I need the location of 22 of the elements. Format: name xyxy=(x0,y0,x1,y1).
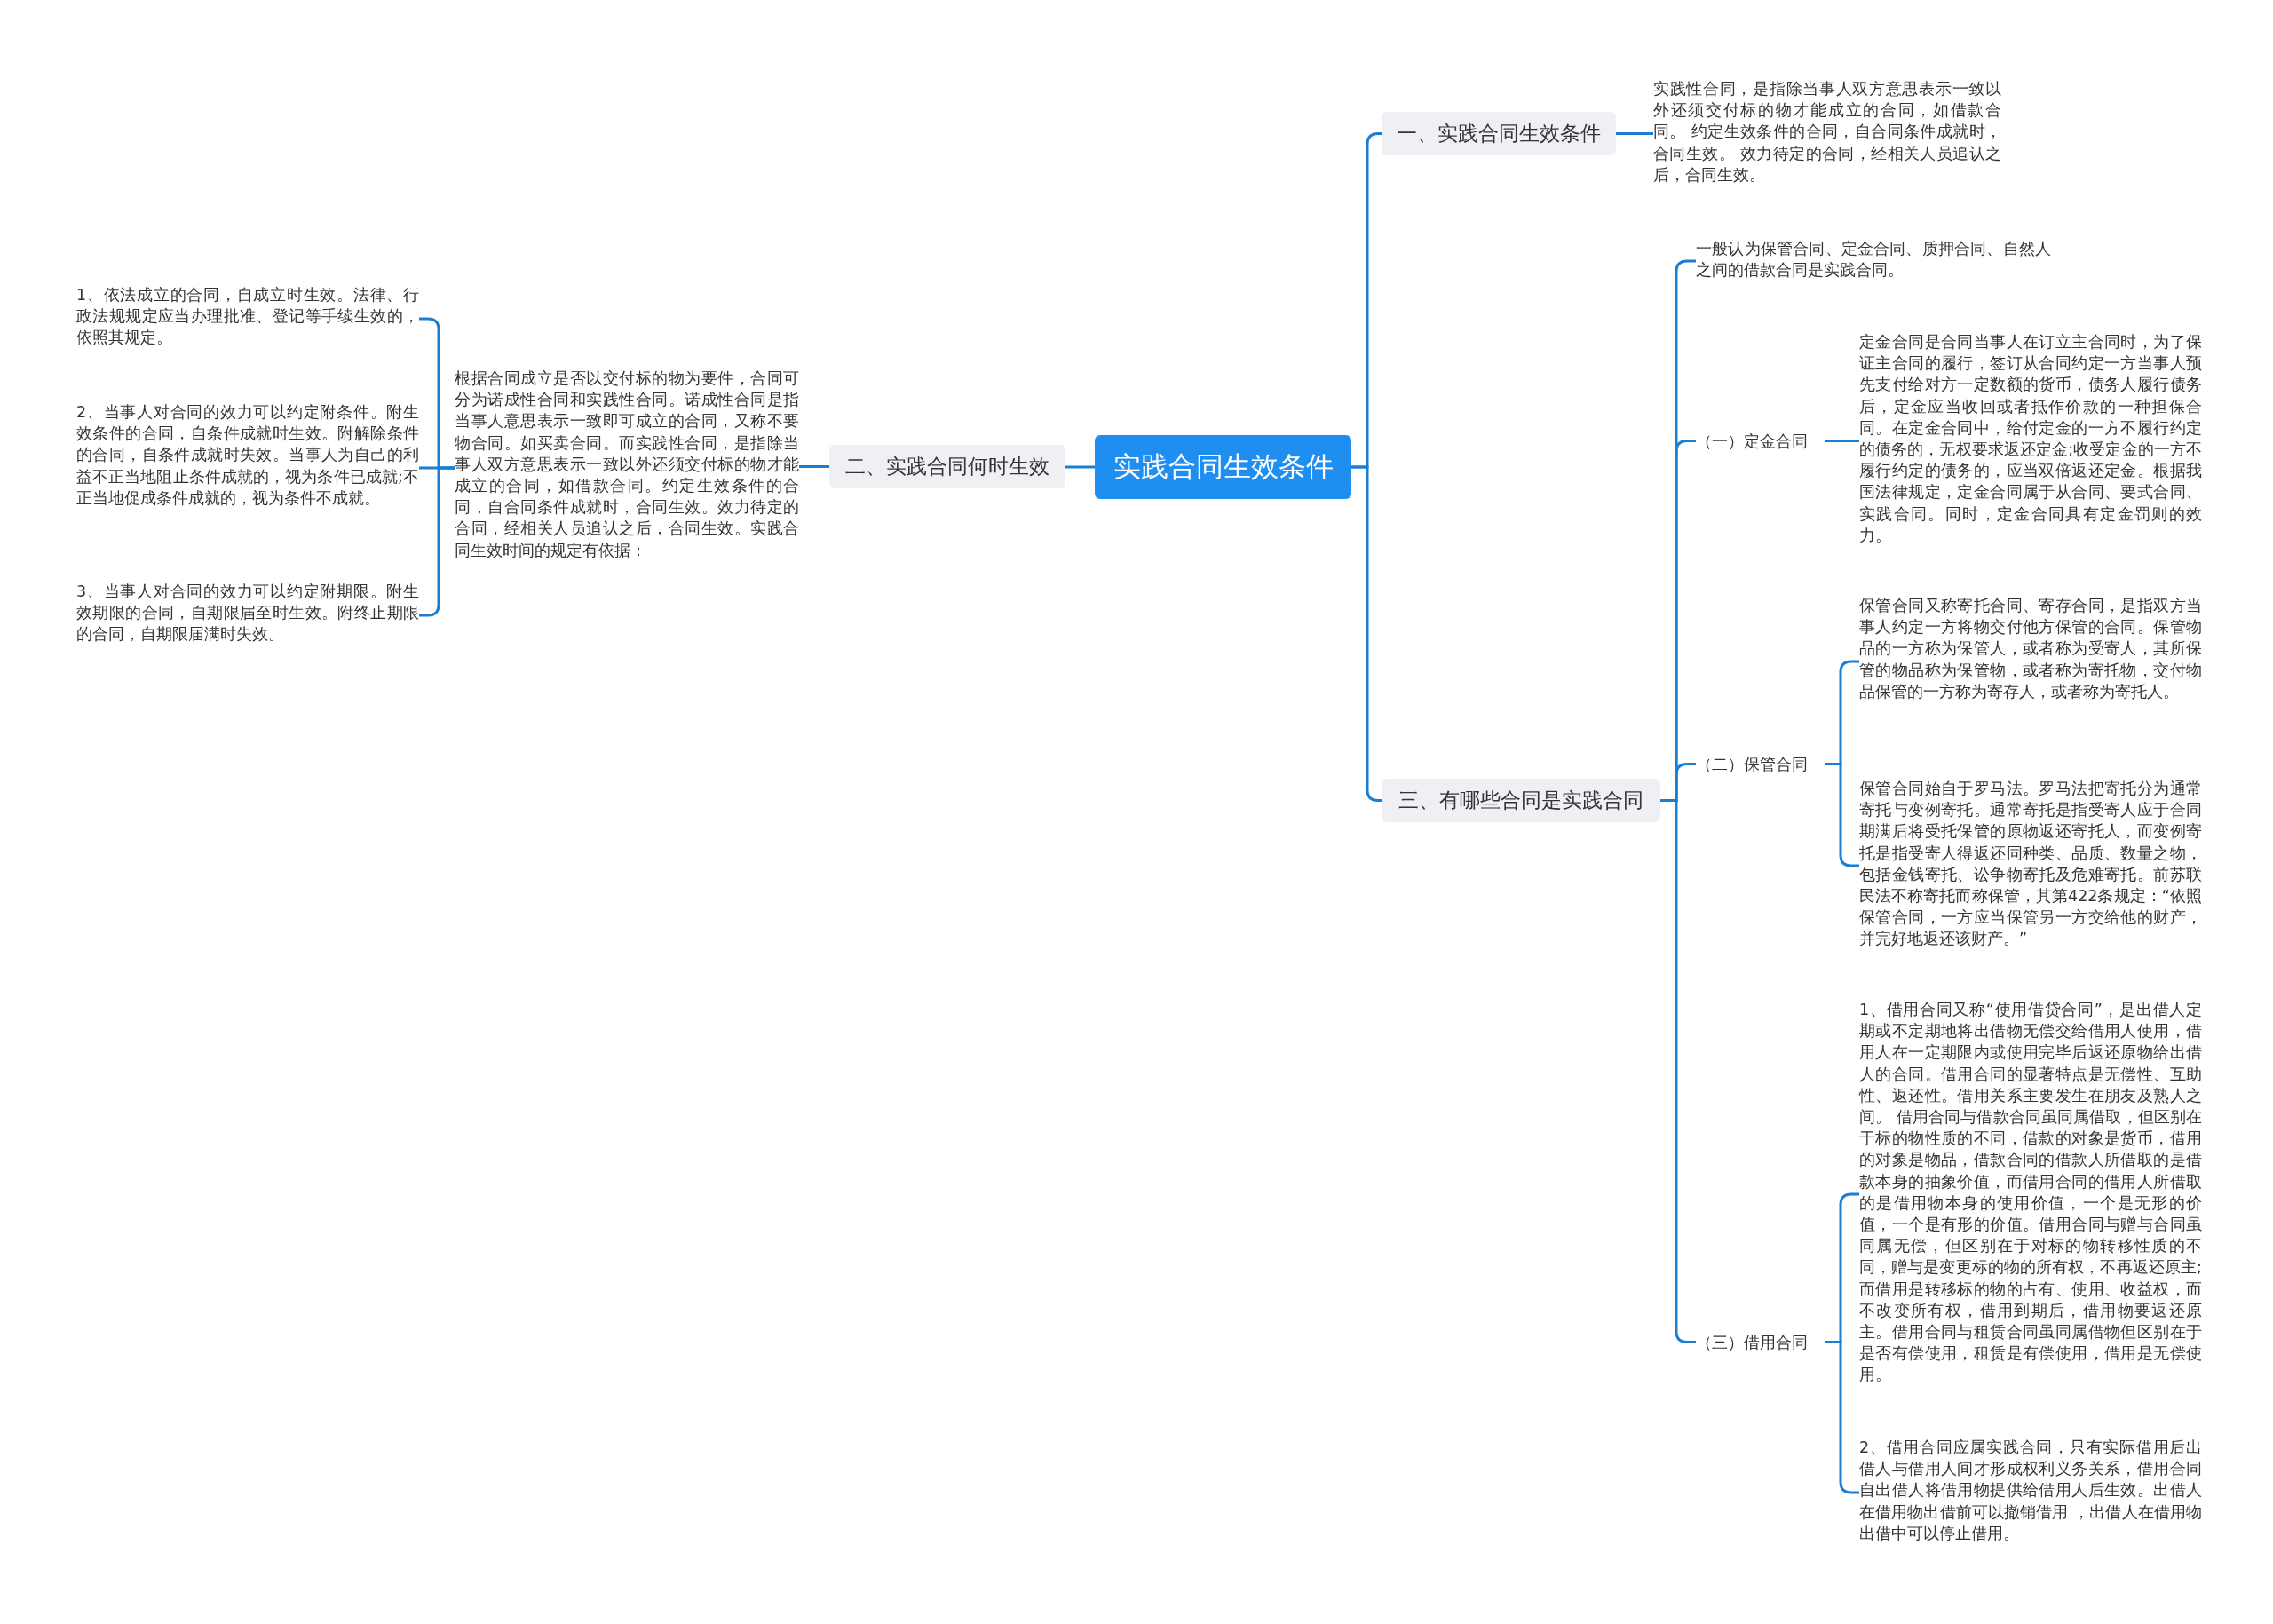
note-text: 实践性合同，是指除当事人双方意思表示一致以外还须交付标的物才能成立的合同，如借款合同。 约定生效条件的合同，自合同条件成就时，合同生效。 效力待定的合同，经相关人员追认之后，合同生效。 xyxy=(1653,78,2001,188)
connector-line xyxy=(1825,440,1859,442)
note-text: 一般认为保管合同、定金合同、质押合同、自然人之间的借款合同是实践合同。 xyxy=(1696,238,2051,284)
note-text: 3、当事人对合同的效力可以约定附期限。附生效期限的合同，自期限届至时生效。附终止期限的合同，自期限届满时失效。 xyxy=(76,581,419,650)
note-text: 保管合同始自于罗马法。罗马法把寄托分为通常寄托与变例寄托。通常寄托是指受寄人应于合同期满后将受托保管的原物返还寄托人，而变例寄托是指受寄人得返还同种类、品质、数量之物，包括金钱寄托、讼争物寄托及危难寄托。前苏联民法不称寄托而称保管，其第422条规定：“依照保管合同，一方应当保管另一方交给他的财产，并完好地返还该财产。” xyxy=(1859,778,2202,954)
note-text: 定金合同是合同当事人在订立主合同时，为了保证主合同的履行，签订从合同约定一方当事人预先支付给对方一定数额的货币，债务人履行债务后，定金应当收回或者抵作价款的一种担保合同。在定金合同中，给付定金的一方不履行约定的债务的，无权要求返还定金;收受定金的一方不履行约定的债务的，应当双倍返还定金。根据我国法律规定，定金合同属于从合同、要式合同、实践合同。同时，定金合同具有定金罚则的效力。 xyxy=(1859,331,2202,550)
note-text: 根据合同成立是否以交付标的物为要件，合同可分为诺成性合同和实践性合同。诺成性合同是指当事人意思表示一致即可成立的合同，又称不要物合同。如买卖合同。而实践性合同，是指除当事人双方意思表示一致以外还须交付标的物才能成立的合同，如借款合同。约定生效条件的合同，自合同条件成就时，合同生效。效力待定的合同，经相关人员追认之后，合同生效。实践合同生效时间的规定有依据： xyxy=(455,368,799,568)
connector-line xyxy=(799,465,829,468)
connector-line xyxy=(1065,465,1095,469)
note-text: 2、借用合同应属实践合同，只有实际借用后出借人与借用人间才形成权利义务关系，借用合同自出借人将借用物提供给借用人后生效。出借人在借用物出借前可以撤销借用 ，出借人在借用物出借中可以停止借用。 xyxy=(1859,1437,2202,1549)
subtopic-label: （二）保管合同 xyxy=(1696,751,1825,777)
subtopic-label: （一）定金合同 xyxy=(1696,428,1825,454)
note-text: 1、依法成立的合同，自成立时生效。法律、行政法规规定应当办理批准、登记等手续生效的，依照其规定。 xyxy=(76,284,419,353)
connector-line xyxy=(1616,132,1653,135)
subtopic-label: （三）借用合同 xyxy=(1696,1329,1825,1355)
note-text: 1、借用合同又称“使用借贷合同”，是出借人定期或不定期地将出借物无偿交给借用人使用，借用人在一定期限内或使用完毕后返还原物给出借人的合同。借用合同的显著特点是无偿性、互助性、返还性。借用关系主要发生在朋友及熟人之间。 借用合同与借款合同虽同属借取，但区别在于标的物性质的不同，借款的对象是货币，借用的对象是物品，借款合同的借款人所借取的是借款本身的抽象价值，而借用合同的借用人所借取的是借用物本身的使用价值，一个是无形的价值，一个是有形的价值。借用合同与赠与合同虽同属无偿，但区别在于对标的物转移性质的不同，赠与是变更标的物的所有权，不再返还原主;而借用是转移标的物的占有、使用、收益权，而不改变所有权，借用到期后，借用物要返还原主。借用合同与租赁合同虽同属借物但区别在于是否有偿使用，租赁是有偿使用，借用是无偿使用。 xyxy=(1859,999,2202,1390)
topic-box: 三、有哪些合同是实践合同 xyxy=(1382,779,1660,822)
note-text: 保管合同又称寄托合同、寄存合同，是指双方当事人约定一方将物交付他方保管的合同。保管物品的一方称为保管人，或者称为受寄人，其所保管的物品称为保管物，或者称为寄托物，交付物品保管的一方称为寄存人，或者称为寄托人。 xyxy=(1859,595,2202,728)
note-text: 2、当事人对合同的效力可以约定附条件。附生效条件的合同，自条件成就时生效。附解除条件的合同，自条件成就时失效。当事人为自己的利益不正当地阻止条件成就的，视为条件已成就;不正当地促成条件成就的，视为条件不成就。 xyxy=(76,401,419,536)
topic-box: 二、实践合同何时生效 xyxy=(829,445,1065,488)
root-topic-box: 实践合同生效条件 xyxy=(1095,435,1351,499)
topic-box: 一、实践合同生效条件 xyxy=(1382,112,1616,155)
